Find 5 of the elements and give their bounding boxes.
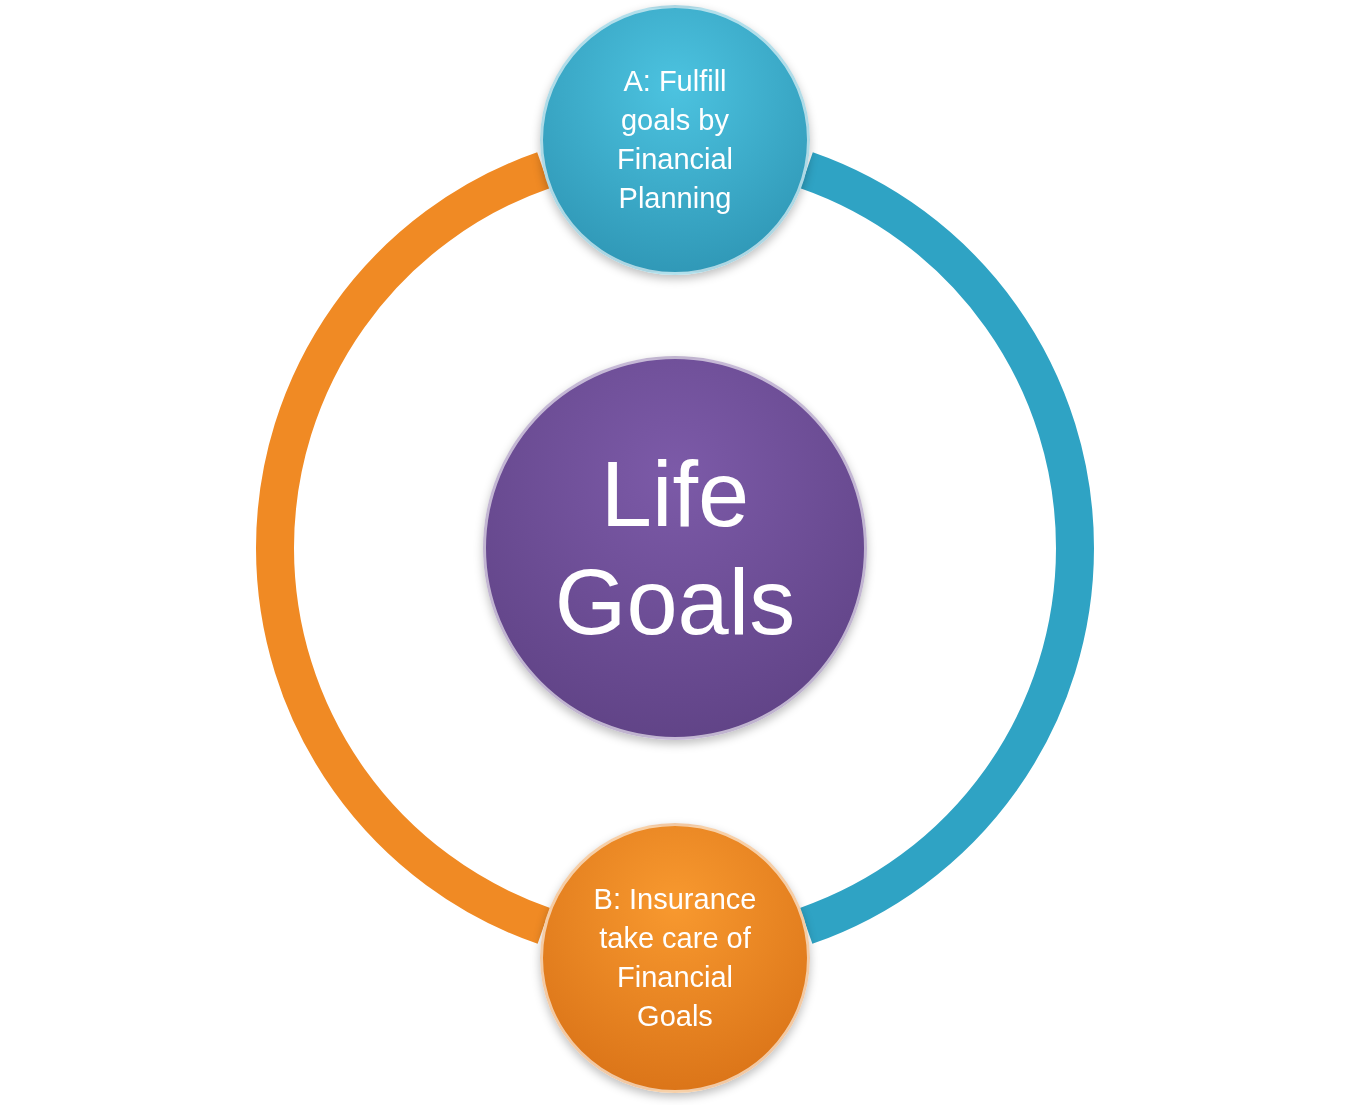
ring-arc: [798, 152, 1094, 944]
node-label: B: Insurance take care of Financial Goals: [592, 882, 758, 1034]
node-label: A: Fulfill goals by Financial Planning: [615, 64, 735, 216]
ring-arc: [256, 152, 552, 944]
node-label: Life Goals: [553, 442, 797, 655]
